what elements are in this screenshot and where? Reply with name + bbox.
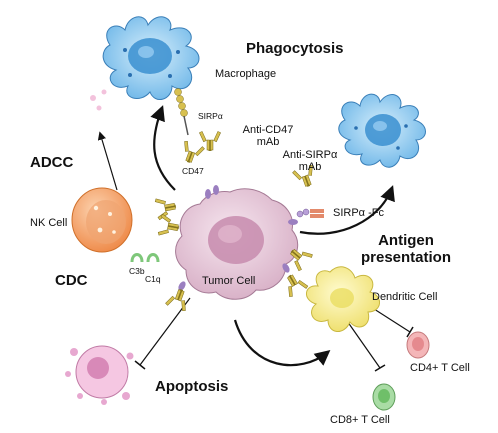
arrow-adcc xyxy=(97,131,118,191)
apoptosis-label: Apoptosis xyxy=(155,378,229,395)
anti-cd47-label: Anti-CD47 mAb xyxy=(238,124,298,148)
anti-cd47-label-line1: Anti-CD47 xyxy=(242,124,294,136)
dendritic-cell-label: Dendritic Cell xyxy=(372,291,438,303)
sirpa-fc-label: SIRPα -Fc xyxy=(333,207,384,219)
apoptotic-cell xyxy=(65,345,134,405)
cd47-antibody-2 xyxy=(178,140,206,167)
tumor-cell xyxy=(175,188,299,300)
macrophage-cell-right xyxy=(338,93,426,168)
inhibit-apoptosis xyxy=(139,297,191,366)
cd8-t-cell xyxy=(372,383,396,411)
anti-sirpa-label: Anti-SIRPα mAb xyxy=(278,149,342,173)
cdc-label: CDC xyxy=(55,272,88,289)
arrow-tumor-to-dendritic xyxy=(233,319,331,367)
antigen-presentation-label: Antigen presentation xyxy=(352,232,460,266)
antigen-label-line1: Antigen xyxy=(378,232,434,249)
cd4-t-cell xyxy=(406,331,430,359)
c1q-label: C1q xyxy=(145,274,161,284)
complement-proteins xyxy=(130,253,160,263)
cd4-t-cell-label: CD4+ T Cell xyxy=(410,362,470,374)
sirpa-receptor-top xyxy=(174,88,189,136)
macrophage-label: Macrophage xyxy=(215,68,277,80)
anti-sirpa-label-line2: mAb xyxy=(298,161,322,173)
c3b-label: C3b xyxy=(129,266,145,276)
arrow-tumor-to-macrophage xyxy=(150,105,176,191)
nk-cell-label: NK Cell xyxy=(30,217,68,229)
cd8-t-cell-label: CD8+ T Cell xyxy=(330,414,390,426)
nk-antibody xyxy=(154,195,178,221)
cd47-label: CD47 xyxy=(182,166,204,176)
sirpa-fc-fusion xyxy=(296,208,324,218)
phagocytosis-label: Phagocytosis xyxy=(246,40,344,57)
tumor-cell-label: Tumor Cell xyxy=(202,275,256,287)
sirpa-small-label: SIRPα xyxy=(198,111,223,121)
inhibit-cd8 xyxy=(344,317,381,369)
anti-sirpa-label-line1: Anti-SIRPα xyxy=(282,149,338,161)
apoptosis-antibody xyxy=(164,285,192,312)
arrow-tumor-to-macrophage2 xyxy=(299,185,395,235)
antigen-label-line2: presentation xyxy=(360,249,451,266)
anti-cd47-label-line2: mAb xyxy=(256,136,280,148)
dendritic-cell xyxy=(306,266,380,332)
macrophage-cell xyxy=(102,16,200,101)
adcc-label: ADCC xyxy=(30,154,74,171)
nk-cell xyxy=(71,187,133,253)
